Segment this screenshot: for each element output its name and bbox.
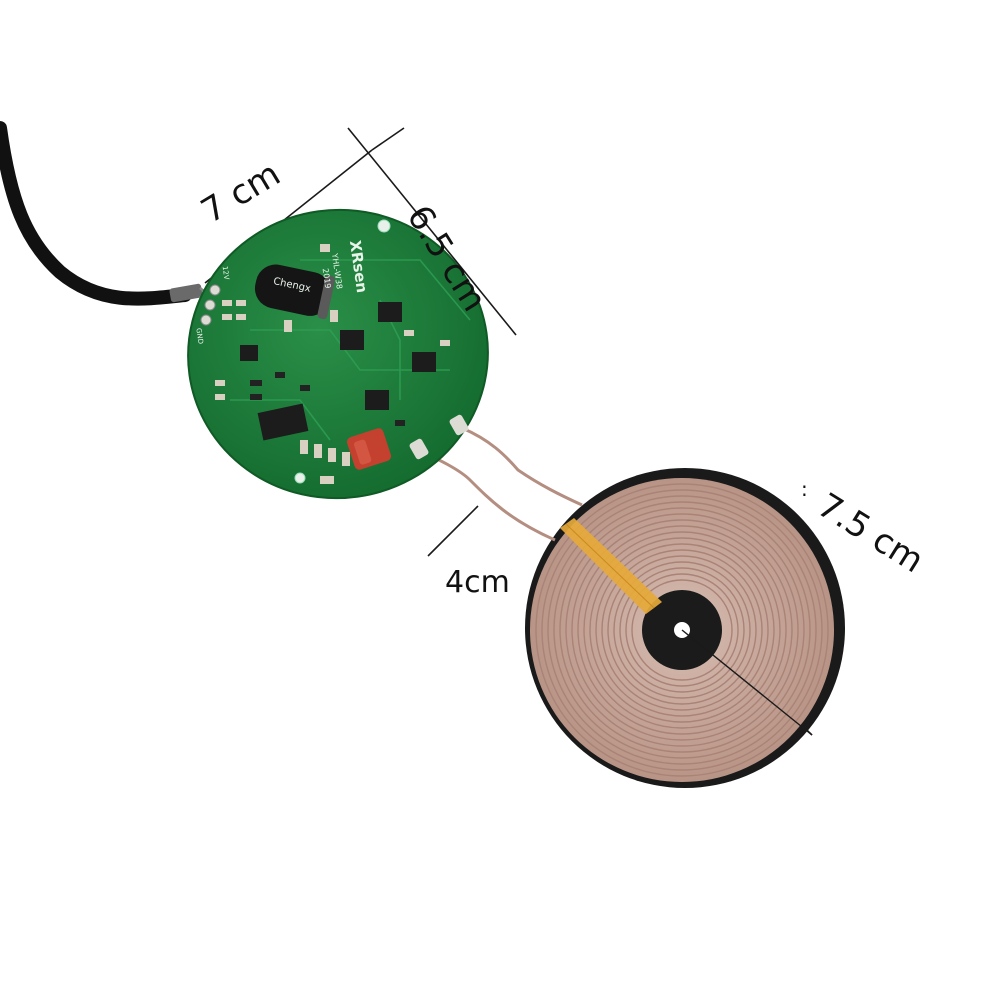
ic-chip <box>340 330 364 350</box>
coil-lead-1 <box>417 448 556 542</box>
pcb-board: Chengx XRsen YHL-W38 2019 12V GND <box>187 208 489 500</box>
pcb-12v-label: 12V <box>221 266 231 281</box>
cable-sleeve <box>169 283 203 303</box>
lead-length-label: 4cm <box>445 565 510 600</box>
ic-chip <box>378 302 402 322</box>
ic-chip <box>365 390 389 410</box>
power-cable <box>0 121 192 306</box>
pcb-year-text: 2019 <box>321 268 333 289</box>
electrolytic-capacitor: Chengx <box>254 264 335 320</box>
input-pin-pads <box>200 284 221 326</box>
coil-turns <box>535 483 829 777</box>
ic-chip <box>257 403 309 441</box>
ic-chip <box>412 352 436 372</box>
film-capacitor <box>346 428 392 470</box>
coil-lead-2 <box>461 426 583 507</box>
svg-text::: : <box>801 477 808 501</box>
ic-chip <box>240 345 258 361</box>
pcb-gnd-label: GND <box>194 328 204 345</box>
